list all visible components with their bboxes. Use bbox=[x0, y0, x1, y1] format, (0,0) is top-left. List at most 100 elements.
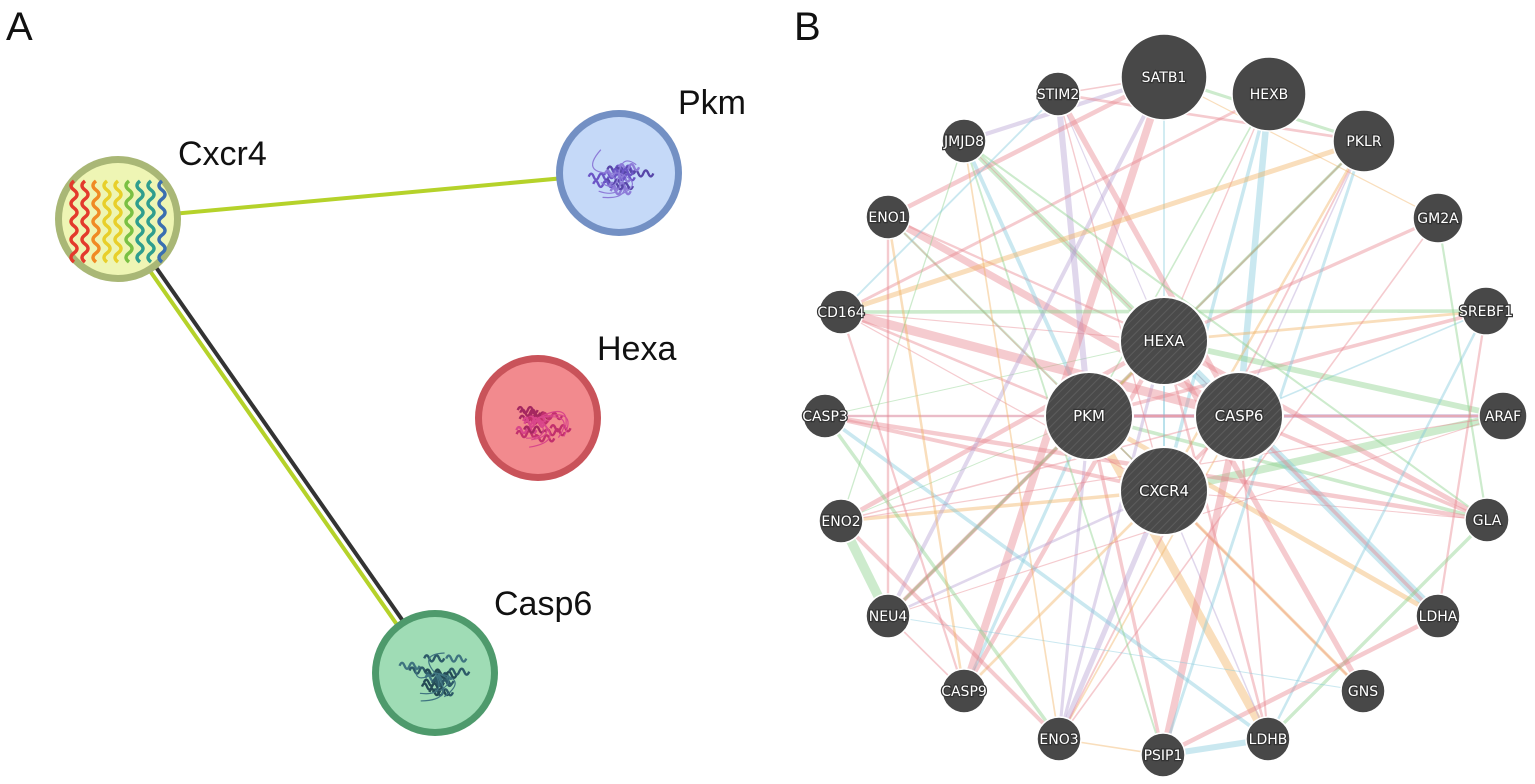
node-label-neu4: NEU4 bbox=[869, 609, 908, 625]
node-label-pkm: PKM bbox=[1073, 407, 1105, 425]
network-edge bbox=[1436, 217, 1489, 521]
network-edge bbox=[1163, 76, 1439, 219]
protein-structure-strand bbox=[445, 654, 468, 663]
node-satb1[interactable]: SATB1 bbox=[1120, 33, 1208, 121]
protein-structure-loop bbox=[537, 416, 565, 438]
node-cd164[interactable]: CD164 bbox=[816, 289, 866, 335]
node-circle bbox=[1412, 192, 1464, 244]
network-edge bbox=[840, 92, 1270, 314]
protein-structure-strand bbox=[135, 179, 145, 264]
network-edge bbox=[1057, 340, 1166, 740]
node-cxcr4[interactable]: CXCR4 bbox=[1119, 446, 1209, 536]
node-label-satb1: SATB1 bbox=[1142, 70, 1187, 86]
network-edge bbox=[1266, 310, 1488, 740]
network-edge bbox=[839, 311, 966, 692]
protein-structure-strand bbox=[522, 416, 545, 426]
network-edge bbox=[1163, 490, 1488, 521]
protein-structure-loop bbox=[529, 417, 551, 448]
network-edge bbox=[887, 215, 1165, 343]
network-edge bbox=[886, 139, 1366, 618]
node-gns[interactable]: GNS bbox=[1340, 668, 1386, 714]
protein-structure-loop bbox=[420, 672, 444, 702]
node-circle bbox=[818, 498, 864, 544]
network-edge bbox=[1054, 93, 1093, 417]
node-circle bbox=[1036, 716, 1082, 762]
node-label-cd164: CD164 bbox=[817, 305, 864, 321]
protein-structure-loop bbox=[537, 410, 567, 429]
node-pkm[interactable]: Pkm bbox=[556, 84, 746, 236]
network-edge bbox=[1058, 217, 1439, 740]
node-cxcr4[interactable]: Cxcr4 bbox=[55, 135, 267, 282]
node-psip1[interactable]: PSIP1 bbox=[1140, 732, 1186, 778]
network-edge bbox=[1163, 216, 1439, 343]
node-ldhb[interactable]: LDHB bbox=[1245, 716, 1291, 762]
network-edge bbox=[961, 138, 1167, 344]
node-eno2[interactable]: ENO2 bbox=[818, 498, 864, 544]
node-hexb[interactable]: HEXB bbox=[1231, 56, 1307, 132]
protein-structure-loop bbox=[600, 172, 620, 187]
network-edge bbox=[839, 338, 1166, 524]
protein-structure-strand bbox=[428, 687, 451, 697]
node-casp6[interactable]: CASP6 bbox=[1194, 371, 1284, 461]
node-pkm[interactable]: PKM bbox=[1044, 371, 1134, 461]
network-edge bbox=[824, 414, 1165, 493]
node-label-hexa: Hexa bbox=[597, 330, 676, 368]
protein-structure-loop bbox=[591, 149, 620, 174]
node-gla[interactable]: GLA bbox=[1464, 497, 1510, 543]
node-label-casp6: CASP6 bbox=[1215, 407, 1264, 425]
network-edge bbox=[1088, 414, 1488, 522]
network-edge bbox=[1159, 415, 1243, 756]
network-edge bbox=[840, 311, 1165, 342]
protein-structure-strand bbox=[157, 179, 167, 264]
protein-structure-loop bbox=[434, 672, 449, 692]
network-edge bbox=[1088, 93, 1270, 417]
network-edge bbox=[840, 489, 1165, 523]
node-label-gns: GNS bbox=[1348, 684, 1378, 700]
panel-a-edges bbox=[113, 171, 620, 677]
node-hexa[interactable]: Hexa bbox=[475, 330, 676, 481]
network-edge bbox=[840, 311, 1165, 492]
node-hexa[interactable]: HEXA bbox=[1119, 296, 1209, 386]
node-circle bbox=[1461, 286, 1511, 336]
panel-b-letter: B bbox=[794, 5, 821, 49]
node-pklr[interactable]: PKLR bbox=[1332, 109, 1396, 173]
node-label-pkm: Pkm bbox=[678, 84, 746, 122]
node-neu4[interactable]: NEU4 bbox=[865, 593, 911, 639]
network-edge bbox=[823, 414, 1270, 741]
network-edge bbox=[1161, 613, 1440, 758]
node-srebf1[interactable]: SREBF1 bbox=[1458, 286, 1514, 336]
protein-structure-loop bbox=[537, 414, 569, 437]
network-edge bbox=[840, 140, 965, 522]
node-circle bbox=[1140, 732, 1186, 778]
node-casp6[interactable]: Casp6 bbox=[372, 585, 592, 736]
protein-structure-strand bbox=[146, 179, 156, 264]
node-araf[interactable]: ARAF bbox=[1478, 391, 1528, 441]
node-gm2a[interactable]: GM2A bbox=[1412, 192, 1464, 244]
node-label-araf: ARAF bbox=[1485, 409, 1521, 425]
protein-structure-strand bbox=[617, 163, 641, 172]
protein-structure-strand bbox=[102, 179, 112, 264]
protein-structure-strand bbox=[515, 429, 538, 439]
node-casp9[interactable]: CASP9 bbox=[940, 668, 988, 714]
node-ldha[interactable]: LDHA bbox=[1415, 593, 1461, 639]
node-stim2[interactable]: STIM2 bbox=[1035, 71, 1081, 117]
network-edge bbox=[1163, 140, 1365, 342]
network-edge bbox=[1161, 339, 1366, 693]
node-jmjd8[interactable]: JMJD8 bbox=[941, 118, 987, 164]
network-edge bbox=[1058, 415, 1240, 740]
network-edge bbox=[1057, 92, 1365, 143]
protein-structure-strand bbox=[516, 405, 539, 415]
network-edge bbox=[1055, 92, 1242, 418]
network-edge bbox=[824, 340, 1165, 417]
protein-structure-strand bbox=[124, 179, 134, 264]
node-eno1[interactable]: ENO1 bbox=[865, 194, 911, 240]
protein-structure-loop bbox=[618, 160, 637, 174]
node-casp3[interactable]: CASP3 bbox=[801, 393, 849, 439]
network-edge bbox=[1237, 415, 1270, 740]
protein-structure-strand bbox=[448, 667, 471, 676]
network-edge bbox=[823, 414, 1061, 741]
node-eno3[interactable]: ENO3 bbox=[1036, 716, 1082, 762]
edge-cxcr4-casp6 bbox=[119, 215, 440, 673]
node-circle bbox=[941, 668, 987, 714]
